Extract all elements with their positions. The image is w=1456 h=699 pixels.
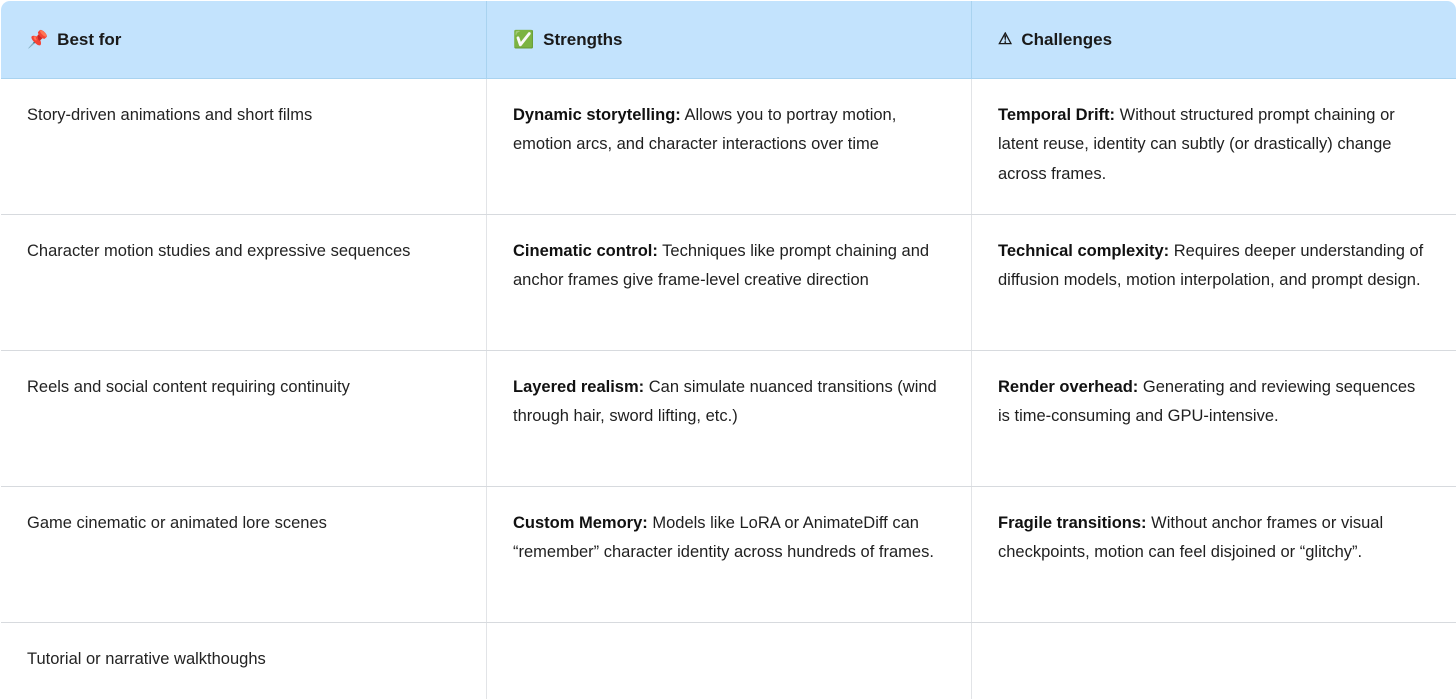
cell-body-text: Can simulate nuanced transitions (wind t… <box>513 378 937 426</box>
table-row: Story-driven animations and short films … <box>1 78 1456 215</box>
cell-best-for: Game cinematic or animated lore scenes <box>1 486 487 623</box>
cell-strengths: Custom Memory: Models like LoRA or Anima… <box>486 486 972 623</box>
cell-lead-in: Custom Memory: <box>513 514 648 532</box>
table-header: 📌 Best for ✅ Strengths ⚠ Challenges <box>1 1 1456 79</box>
cell-challenges: Fragile transitions: Without anchor fram… <box>971 486 1456 623</box>
cell-lead-in: Dynamic storytelling: <box>513 106 681 124</box>
cell-best-for: Character motion studies and expressive … <box>1 214 487 351</box>
table-body: Story-driven animations and short films … <box>1 78 1456 699</box>
table-row: Character motion studies and expressive … <box>1 214 1456 351</box>
cell-body-text: Without structured prompt chaining or la… <box>998 106 1395 183</box>
cell-lead-in: Render overhead: <box>998 378 1139 396</box>
cell-lead-in: Layered realism: <box>513 378 645 396</box>
cell-body-text: Models like LoRA or AnimateDiff can “rem… <box>513 514 934 562</box>
cell-strengths: Cinematic control: Techniques like promp… <box>486 214 972 351</box>
column-header-strengths: ✅ Strengths <box>486 1 972 79</box>
cell-body-text: Techniques like prompt chaining and anch… <box>513 242 930 290</box>
table-row: Tutorial or narrative walkthoughs <box>1 622 1456 699</box>
cell-lead-in: Technical complexity: <box>998 242 1170 260</box>
header-row: 📌 Best for ✅ Strengths ⚠ Challenges <box>1 1 1456 79</box>
cell-challenges: Render overhead: Generating and reviewin… <box>971 350 1456 487</box>
cell-strengths: Dynamic storytelling: Allows you to port… <box>486 78 972 215</box>
column-header-label: Challenges <box>1021 29 1113 49</box>
cell-lead-in: Fragile transitions: <box>998 514 1147 532</box>
cell-lead-in: Temporal Drift: <box>998 106 1116 124</box>
cell-strengths: Layered realism: Can simulate nuanced tr… <box>486 350 972 487</box>
column-header-best-for: 📌 Best for <box>1 1 487 79</box>
cell-body-text: Requires deeper understanding of diffusi… <box>998 242 1424 290</box>
cell-challenges: Technical complexity: Requires deeper un… <box>971 214 1456 351</box>
table-row: Game cinematic or animated lore scenes C… <box>1 486 1456 623</box>
cell-lead-in: Cinematic control: <box>513 242 658 260</box>
cell-body-text: Generating and reviewing sequences is ti… <box>998 378 1416 426</box>
cell-best-for: Reels and social content requiring conti… <box>1 350 487 487</box>
cell-strengths <box>486 622 972 699</box>
cell-best-for: Story-driven animations and short films <box>1 78 487 215</box>
cell-body-text: Allows you to portray motion, emotion ar… <box>513 106 897 154</box>
column-header-label: Strengths <box>543 29 623 49</box>
column-header-challenges: ⚠ Challenges <box>971 1 1456 79</box>
cell-best-for: Tutorial or narrative walkthoughs <box>1 622 487 699</box>
cell-challenges: Temporal Drift: Without structured promp… <box>971 78 1456 215</box>
warning-triangle-icon: ⚠ <box>998 30 1013 48</box>
pushpin-icon: 📌 <box>27 30 49 49</box>
check-mark-button-icon: ✅ <box>513 30 535 49</box>
cell-challenges <box>972 623 1456 699</box>
cell-body-text: Without anchor frames or visual checkpoi… <box>998 514 1384 562</box>
table-row: Reels and social content requiring conti… <box>1 350 1456 487</box>
column-header-label: Best for <box>57 29 122 49</box>
